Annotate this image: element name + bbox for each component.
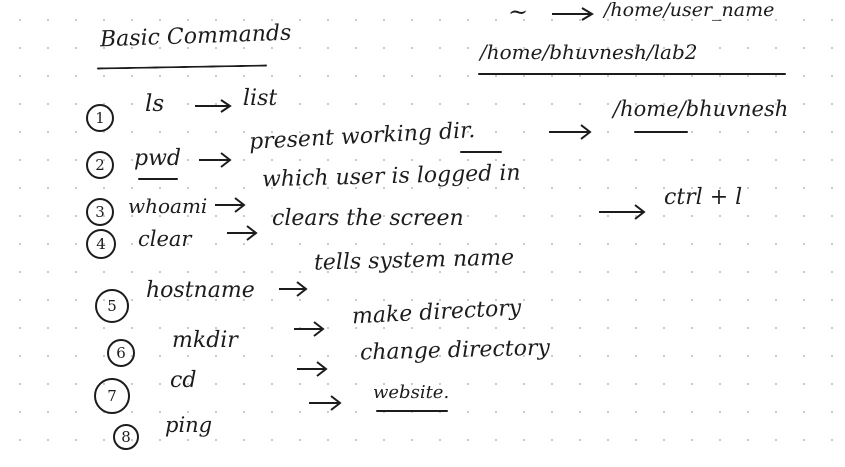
- path-underline: [478, 73, 786, 75]
- item-number: 1: [95, 109, 105, 127]
- number-circle: 4: [86, 229, 116, 259]
- command-name: hostname: [146, 278, 255, 303]
- command-description: present working dir.: [248, 118, 476, 155]
- command-name: pwd: [134, 146, 181, 171]
- command-description: which user is logged in: [261, 160, 521, 193]
- right-arrow-icon: [309, 395, 342, 411]
- number-circle: 6: [107, 339, 135, 367]
- path-home-user: /home/user_name: [604, 0, 775, 21]
- number-circle: 7: [94, 378, 130, 414]
- command-name: whoami: [128, 194, 208, 218]
- item-number: 4: [96, 235, 106, 253]
- right-arrow-icon: [294, 321, 325, 337]
- description-underline: [376, 410, 448, 412]
- command-description: change directory: [359, 335, 551, 366]
- number-circle: 2: [86, 151, 114, 179]
- command-underline: [138, 178, 178, 180]
- path-home-bhuvnesh-lab2: /home/bhuvnesh/lab2: [480, 40, 698, 64]
- title-underline: [96, 64, 268, 70]
- shortcut-note: ctrl + l: [664, 185, 743, 210]
- number-circle: 1: [86, 104, 114, 132]
- command-name: clear: [138, 227, 192, 251]
- item-number: 7: [107, 387, 117, 405]
- command-description: clears the screen: [272, 206, 464, 231]
- right-arrow-icon: [297, 361, 328, 377]
- right-arrow-icon: [599, 204, 646, 220]
- right-arrow-icon: [199, 152, 232, 168]
- item-number: 3: [95, 203, 105, 221]
- right-arrow-icon: [227, 225, 258, 241]
- right-arrow-icon: [215, 197, 246, 213]
- item-number: 8: [121, 428, 131, 446]
- command-description: website.: [373, 382, 450, 403]
- page-title: Basic Commands: [99, 20, 292, 53]
- number-circle: 5: [95, 289, 129, 323]
- right-arrow-icon: [279, 281, 308, 297]
- command-name: ls: [145, 91, 165, 117]
- item-number: 5: [107, 297, 117, 315]
- command-name: cd: [170, 368, 197, 393]
- extra-note: /home/bhuvnesh: [613, 97, 789, 121]
- item-number: 6: [116, 344, 126, 362]
- command-description: list: [243, 86, 278, 111]
- command-description: make directory: [351, 295, 522, 330]
- number-circle: 3: [86, 198, 114, 226]
- extra-underline: [634, 131, 688, 133]
- right-arrow-icon: [552, 7, 594, 21]
- number-circle: 8: [113, 424, 139, 450]
- description-underline: [460, 151, 502, 153]
- command-description: tells system name: [313, 245, 515, 276]
- command-name: ping: [165, 413, 213, 437]
- right-arrow-icon: [195, 99, 232, 113]
- item-number: 2: [95, 156, 105, 174]
- command-name: mkdir: [172, 328, 238, 353]
- right-arrow-icon: [549, 124, 592, 140]
- tilde-symbol: ~: [508, 0, 529, 26]
